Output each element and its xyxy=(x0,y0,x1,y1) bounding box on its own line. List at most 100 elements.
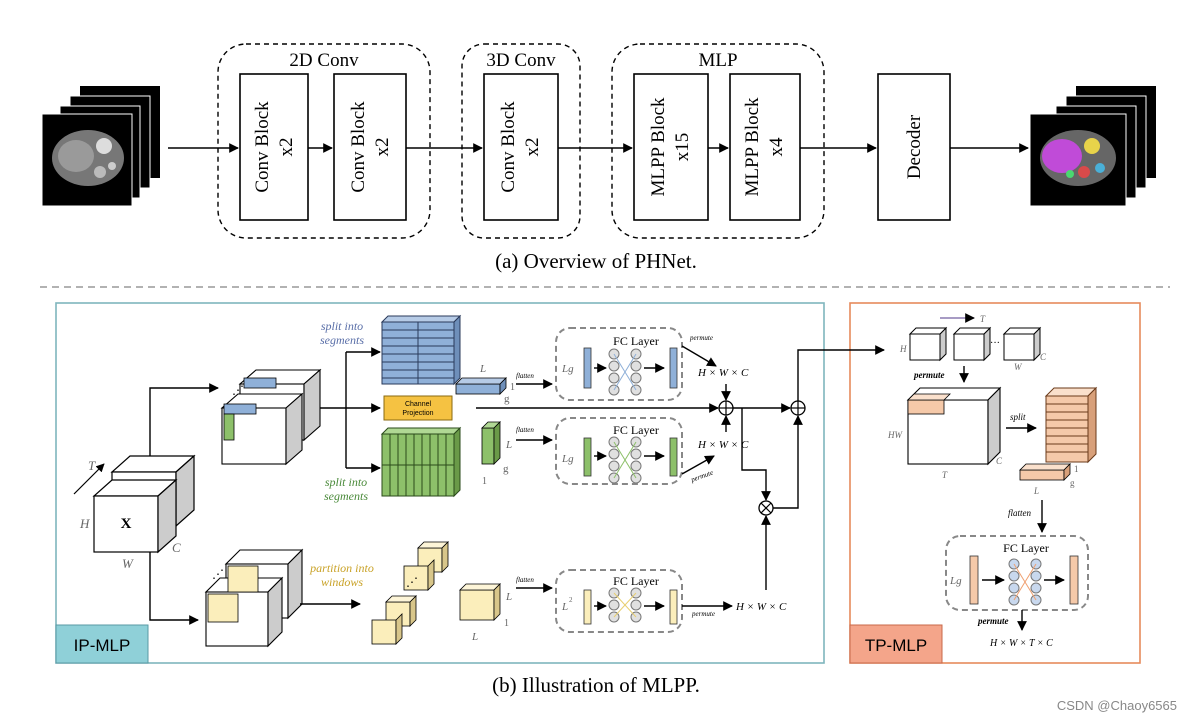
flatten-label-2: flatten xyxy=(516,426,534,434)
input-t-label: T xyxy=(88,458,96,473)
fc-layer-peach-label: FC Layer xyxy=(1003,541,1049,555)
split-bottom-line2: segments xyxy=(324,489,368,503)
output-segmentation-stack xyxy=(1029,86,1156,207)
tp-big-cube: HW T C xyxy=(887,386,1003,480)
out-hwc-2: H × W × C xyxy=(697,439,749,451)
window-1: 1 xyxy=(504,618,509,629)
fc-layer-peach: FC Layer Lg xyxy=(945,535,1089,611)
window-L-side: L xyxy=(505,591,512,603)
input-w-label: W xyxy=(122,556,134,571)
conv2d-group xyxy=(217,43,431,239)
input-cube-x: X T H W C xyxy=(73,454,196,571)
svg-text:···: ··· xyxy=(990,338,1000,349)
green-single-segment: L g 1 xyxy=(481,421,512,487)
split-top-line1: split into xyxy=(321,319,363,333)
conv3d-block-label: Conv Block xyxy=(498,101,519,193)
split-top-line2: segments xyxy=(320,333,364,347)
permute-label-3: permute xyxy=(691,610,715,618)
ip-mlp-tag-label: IP-MLP xyxy=(74,636,131,655)
conv3d-block xyxy=(483,73,559,221)
fc-yellow-L: L xyxy=(561,601,568,613)
conv3d-group xyxy=(461,43,581,239)
partition-line2: windows xyxy=(321,575,363,589)
conv2d-block-a-label: Conv Block xyxy=(252,101,273,193)
tp-peach-stack xyxy=(1044,386,1098,464)
split-bottom-line1: split into xyxy=(325,475,367,489)
input-ct-stack xyxy=(41,86,160,207)
mlpp-block-b-repeat: x4 xyxy=(766,137,787,157)
mlpp-block-b-label: MLPP Block xyxy=(742,97,763,197)
blue-seg-g: g xyxy=(504,393,510,405)
tp-frames: ··· H W C xyxy=(899,326,1047,372)
tp-frame-W: W xyxy=(1014,362,1023,372)
tp-split-label: split xyxy=(1010,412,1026,422)
permute-label-1: permute xyxy=(689,334,713,342)
fc-layer-green: FC Layer Lg xyxy=(555,417,683,485)
arrow-x-to-window-branch xyxy=(149,552,199,625)
tp-T-arrow-label: T xyxy=(980,314,986,324)
channel-projection-line2: Projection xyxy=(402,410,433,417)
conv2d-block-b-label: Conv Block xyxy=(348,101,369,193)
tp-permute-label: permute xyxy=(913,370,945,380)
fc-layer-blue-label: FC Layer xyxy=(613,334,659,348)
tp-cube-C: C xyxy=(996,456,1003,466)
tp-cube-HW: HW xyxy=(887,430,903,440)
tp-mlp-tag-label: TP-MLP xyxy=(865,636,927,655)
out-hwtc: H × W × T × C xyxy=(989,638,1053,649)
fc-layer-yellow-label: FC Layer xyxy=(613,574,659,588)
fc-peach-Lg: Lg xyxy=(949,575,962,587)
conv2d-block-a xyxy=(239,73,309,221)
tp-frame-C: C xyxy=(1040,352,1047,362)
out-hwc-3: H × W × C xyxy=(735,601,787,613)
blue-seg-1: 1 xyxy=(510,382,515,393)
fc-yellow-sq: 2 xyxy=(569,596,573,604)
green-seg-g: g xyxy=(503,463,509,475)
blue-seg-L: L xyxy=(479,363,486,375)
blue-single-segment: L 1 g xyxy=(455,363,515,405)
input-c-label: C xyxy=(172,540,181,555)
window-patches: ⋰ xyxy=(371,541,449,645)
mlpp-block-a xyxy=(633,73,709,221)
tp-mlp-tag xyxy=(849,624,943,664)
svg-text:⋰: ⋰ xyxy=(232,383,244,397)
conv2d-group-label: 2D Conv xyxy=(289,50,359,71)
tp-seg-g: g xyxy=(1070,478,1075,488)
mlpp-block-b xyxy=(729,73,801,221)
watermark: CSDN @Chaoy6565 xyxy=(1056,698,1177,713)
decoder-block-label: Decoder xyxy=(904,114,925,179)
fc-green-Lg: Lg xyxy=(561,453,574,465)
conv3d-group-label: 3D Conv xyxy=(486,50,556,71)
tp-frame-H: H xyxy=(899,344,907,354)
input-h-label: H xyxy=(79,516,90,531)
mlpp-block-a-label: MLPP Block xyxy=(648,97,669,197)
decoder-block xyxy=(877,73,951,221)
window-L-bottom: L xyxy=(471,631,478,643)
arrow-to-tp-mlp xyxy=(797,345,885,401)
mlpp-block-a-repeat: x15 xyxy=(672,133,693,162)
arrow-x-to-strip-branch xyxy=(149,383,219,456)
tp-seg-1: 1 xyxy=(1074,464,1079,474)
tp-permute-bottom: permute xyxy=(977,616,1009,626)
input-x-label: X xyxy=(121,516,132,532)
mlpp-caption: (b) Illustration of MLPP. xyxy=(492,673,700,697)
channel-projection-line1: Channel xyxy=(405,401,432,408)
ip-mlp-panel xyxy=(55,302,825,664)
overview-panel: 2D Conv 3D Conv MLP Conv Block x2 Conv B… xyxy=(41,43,1156,273)
mlp-group xyxy=(611,43,825,239)
permute-label-2: permute xyxy=(689,469,714,485)
tp-flatten-label: flatten xyxy=(1008,508,1031,518)
green-seg-L: L xyxy=(505,439,512,451)
strip-branch-cube: ⋰ xyxy=(220,368,322,466)
tp-seg-L: L xyxy=(1033,486,1039,496)
blue-segment-stack xyxy=(380,314,462,386)
tp-cube-T: T xyxy=(942,470,948,480)
fc-blue-Lg: Lg xyxy=(561,363,574,375)
conv2d-block-b xyxy=(333,73,407,221)
tp-mlp-panel xyxy=(849,302,1141,664)
overview-caption: (a) Overview of PHNet. xyxy=(495,249,697,273)
channel-projection-box xyxy=(383,395,453,421)
tp-single-segment: 1 g L xyxy=(1019,463,1079,496)
fc-layer-green-label: FC Layer xyxy=(613,423,659,437)
partition-line1: partition into xyxy=(309,561,374,575)
